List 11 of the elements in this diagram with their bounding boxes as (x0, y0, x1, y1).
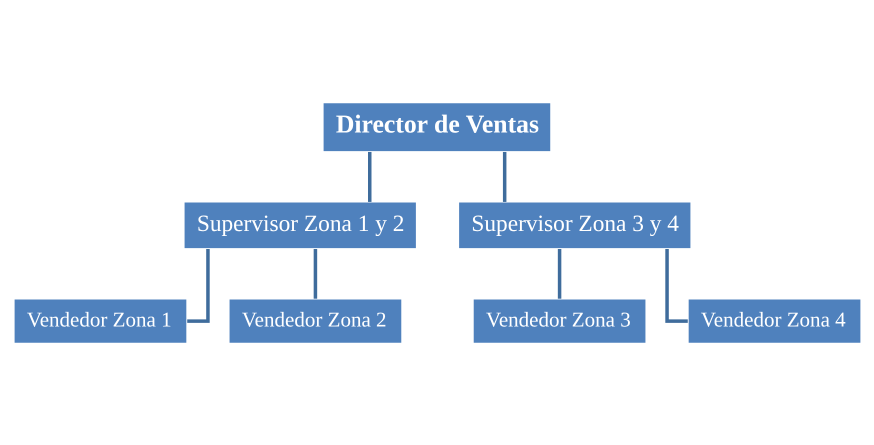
node-box: Vendedor Zona 1 (12, 298, 187, 344)
node-box: Vendedor Zona 3 (472, 298, 646, 344)
node-box: Director de Ventas (322, 102, 551, 152)
node-box: Supervisor Zona 1 y 2 (182, 200, 417, 249)
node-box: Vendedor Zona 2 (228, 298, 402, 344)
node-box: Supervisor Zona 3 y 4 (457, 200, 692, 249)
node-box: Vendedor Zona 4 (687, 298, 862, 344)
connector (368, 151, 371, 202)
connector (502, 151, 506, 202)
connector (313, 248, 317, 298)
connector (557, 248, 561, 298)
